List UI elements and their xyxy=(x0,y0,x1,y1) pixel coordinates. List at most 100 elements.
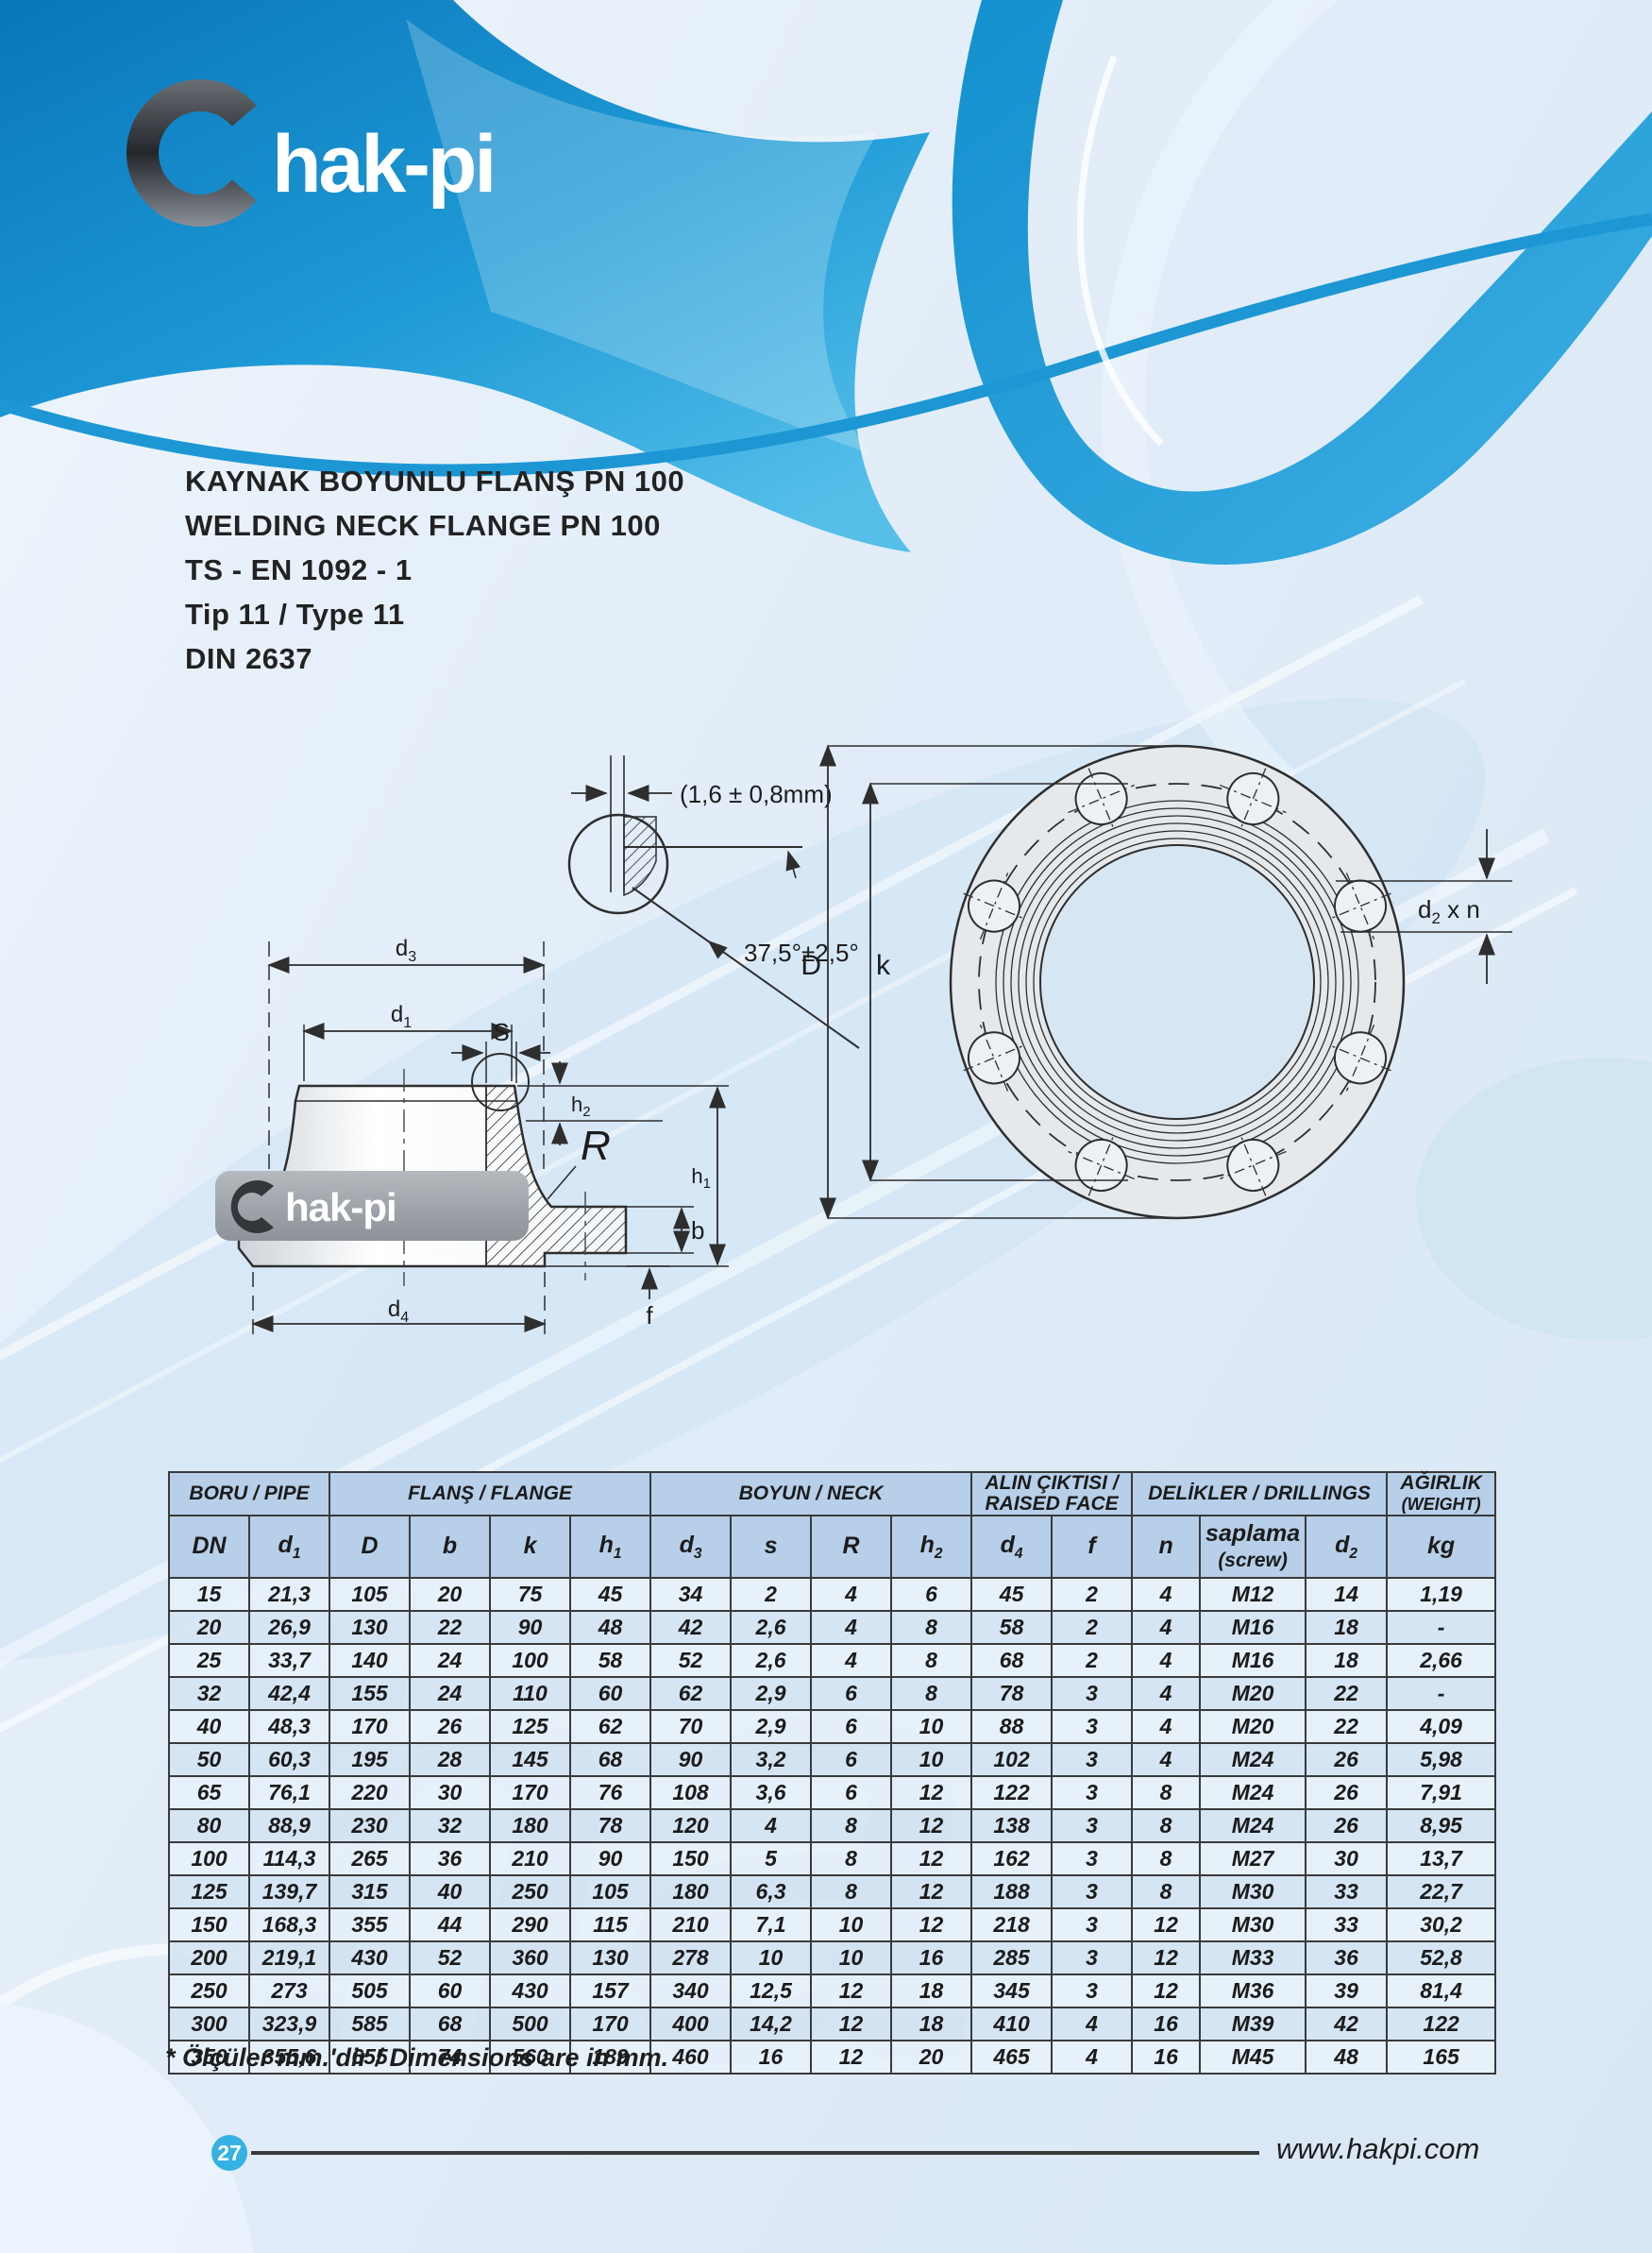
table-cell: 80 xyxy=(168,1808,250,1844)
table-cell: 3 xyxy=(1051,1973,1134,2009)
table-cell: 26 xyxy=(409,1709,492,1745)
table-cell: 30 xyxy=(409,1775,492,1811)
table-cell: 2 xyxy=(1051,1577,1134,1613)
table-cell: 74 xyxy=(409,2040,492,2075)
table-cell: 16 xyxy=(1131,2040,1202,2075)
table-cell: - xyxy=(1386,1676,1497,1712)
column-header: d4 xyxy=(970,1515,1054,1580)
table-cell: 22,7 xyxy=(1386,1874,1497,1910)
table-cell: 90 xyxy=(649,1742,733,1778)
table-cell: 250 xyxy=(489,1874,572,1910)
table-cell: 100 xyxy=(489,1643,572,1679)
table-cell: 90 xyxy=(569,1841,652,1877)
table-cell: 180 xyxy=(649,1874,733,1910)
table-cell: 20 xyxy=(168,1610,250,1646)
banner-wave-left xyxy=(0,0,930,552)
table-cell: 14,2 xyxy=(730,2007,813,2042)
table-cell: 410 xyxy=(970,2007,1054,2042)
table-cell: 42 xyxy=(1305,2007,1389,2042)
table-cell: 42 xyxy=(649,1610,733,1646)
table-cell: 8 xyxy=(890,1676,973,1712)
table-cell: 3 xyxy=(1051,1709,1134,1745)
dim-d2n-label: d2 x n xyxy=(1418,895,1480,927)
column-header: DN xyxy=(168,1515,250,1580)
column-header: h1 xyxy=(569,1515,652,1580)
table-cell: 48 xyxy=(1305,2040,1389,2075)
dim-r-label: R xyxy=(581,1123,611,1169)
table-cell: 3 xyxy=(1051,1742,1134,1778)
table-cell: 40 xyxy=(409,1874,492,1910)
table-cell: 26 xyxy=(1305,1775,1389,1811)
table-cell: 36 xyxy=(1305,1940,1389,1976)
title-line-4: Tip 11 / Type 11 xyxy=(185,598,405,631)
table-cell: 430 xyxy=(329,1940,412,1976)
table-cell: M16 xyxy=(1199,1610,1307,1646)
table-cell: 220 xyxy=(329,1775,412,1811)
dim-h2-label: h2 xyxy=(571,1093,591,1120)
banner-thin-arc xyxy=(0,212,1652,477)
table-cell: 22 xyxy=(409,1610,492,1646)
table-cell: 210 xyxy=(649,1907,733,1943)
footer-divider xyxy=(251,2151,1259,2155)
table-cell: 157 xyxy=(569,1973,652,2009)
column-header: D xyxy=(329,1515,412,1580)
drawing-watermark-badge: hak-pi xyxy=(215,1171,529,1241)
table-cell: 655 xyxy=(329,2040,412,2075)
table-cell: 145 xyxy=(489,1742,572,1778)
title-line-1: KAYNAK BOYUNLU FLANŞ PN 100 xyxy=(185,465,685,498)
table-cell: 81,4 xyxy=(1386,1973,1497,2009)
group-header: ALIN ÇIKTISI / RAISED FACE xyxy=(970,1470,1134,1517)
table-cell: 10 xyxy=(810,1940,893,1976)
table-cell: 68 xyxy=(569,1742,652,1778)
table-cell: 3 xyxy=(1051,1907,1134,1943)
website-url: www.hakpi.com xyxy=(1276,2132,1480,2165)
table-cell: 355,6 xyxy=(247,2040,331,2075)
table-cell: 8 xyxy=(810,1874,893,1910)
table-cell: 560 xyxy=(489,2040,572,2075)
table-cell: 76 xyxy=(569,1775,652,1811)
table-cell: 138 xyxy=(970,1808,1054,1844)
table-cell: 300 xyxy=(168,2007,250,2042)
table-cell: 52 xyxy=(409,1940,492,1976)
table-cell: 34 xyxy=(649,1577,733,1613)
table-cell: 125 xyxy=(489,1709,572,1745)
table-cell: M24 xyxy=(1199,1742,1307,1778)
table-cell: 8 xyxy=(890,1610,973,1646)
table-cell: 3,6 xyxy=(730,1775,813,1811)
banner-wave-right xyxy=(952,0,1652,565)
dim-d4-label: d4 xyxy=(388,1296,409,1326)
table-cell: 12 xyxy=(1131,1940,1202,1976)
table-cell: 102 xyxy=(970,1742,1054,1778)
title-block: KAYNAK BOYUNLU FLANŞ PN 100 WELDING NECK… xyxy=(185,459,684,681)
table-cell: M30 xyxy=(1199,1874,1307,1910)
table-cell: 2,6 xyxy=(730,1610,813,1646)
front-view: D k d2 x n xyxy=(801,744,1512,1220)
table-cell: 24 xyxy=(409,1676,492,1712)
table-cell: 170 xyxy=(489,1775,572,1811)
table-cell: 200 xyxy=(168,1940,250,1976)
table-cell: 58 xyxy=(970,1610,1054,1646)
table-cell: 505 xyxy=(329,1973,412,2009)
dim-k-label: k xyxy=(876,950,891,981)
table-cell: M33 xyxy=(1199,1940,1307,1976)
table-cell: 26 xyxy=(1305,1742,1389,1778)
table-cell: 10 xyxy=(730,1940,813,1976)
table-cell: 4 xyxy=(1051,2007,1134,2042)
table-cell: 162 xyxy=(970,1841,1054,1877)
dim-D-label: D xyxy=(801,950,821,981)
table-cell: 122 xyxy=(970,1775,1054,1811)
table-cell: 10 xyxy=(890,1709,973,1745)
column-header: s xyxy=(730,1515,813,1580)
table-cell: 165 xyxy=(1386,2040,1497,2075)
table-cell: 12 xyxy=(890,1907,973,1943)
table-cell: 7,1 xyxy=(730,1907,813,1943)
table-cell: 18 xyxy=(1305,1643,1389,1679)
table-cell: M30 xyxy=(1199,1907,1307,1943)
title-line-3: TS - EN 1092 - 1 xyxy=(185,553,413,586)
table-cell: 5 xyxy=(730,1841,813,1877)
